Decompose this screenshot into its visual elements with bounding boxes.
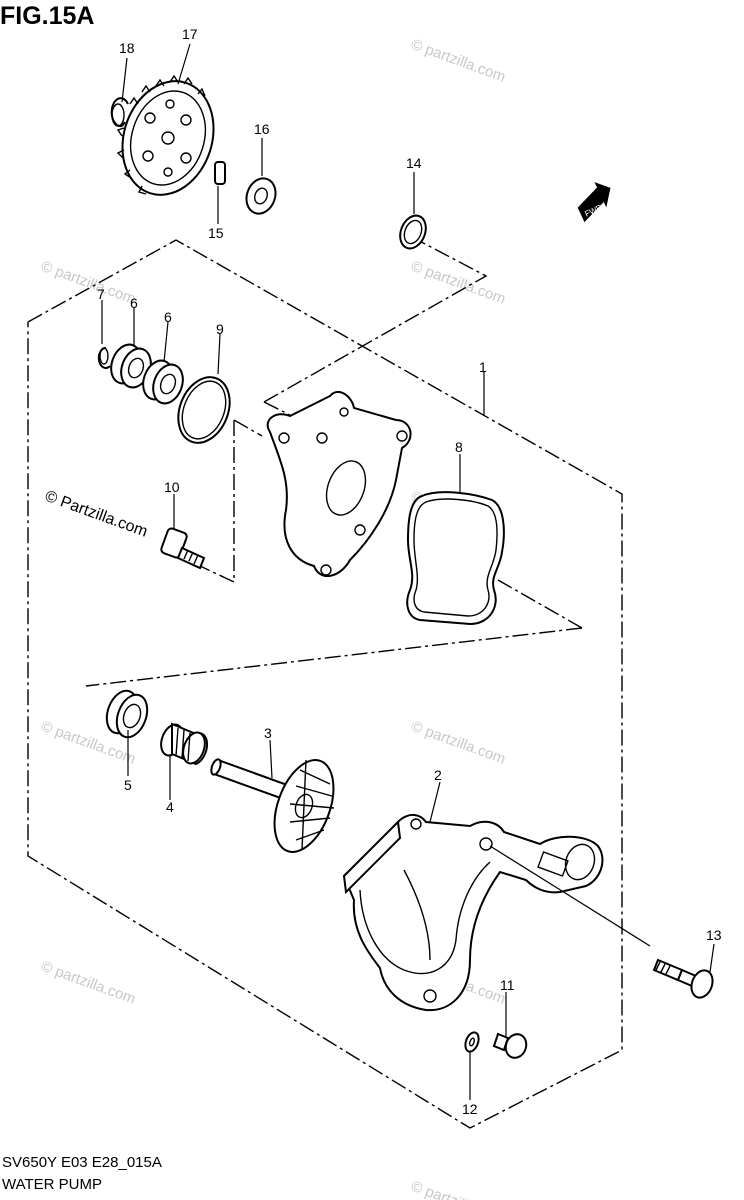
assembly-frame: [27, 235, 623, 1129]
pump-housing-part-2: [342, 814, 604, 1012]
oil-seal-part-5: [105, 689, 149, 739]
watermark: © partzilla.com: [39, 958, 138, 1008]
watermark-dark: © Partzilla.com: [43, 488, 150, 541]
figure-name: WATER PUMP: [2, 1176, 102, 1193]
callout-9: 9: [216, 321, 224, 337]
model-code: SV650Y E03 E28_015A: [2, 1154, 162, 1171]
circlip-part-15: [110, 97, 129, 128]
callout-6a: 6: [130, 295, 138, 311]
watermark: © partzilla.com: [409, 258, 508, 308]
washer-part-12: [464, 1031, 480, 1053]
fwd-direction-tag: FWD: [577, 182, 611, 223]
watermark: © partzilla.com: [409, 718, 508, 768]
callout-13: 13: [706, 927, 722, 943]
callout-12: 12: [462, 1101, 478, 1117]
watermark: © partzilla.com: [409, 36, 508, 86]
bolt-part-10: [160, 527, 206, 570]
oring-part-9: [177, 376, 231, 444]
leader-lines: [101, 43, 715, 1100]
callout-1: 1: [479, 359, 487, 375]
snap-ring-part-7: [97, 346, 111, 369]
callout-2: 2: [434, 767, 442, 783]
washer-part-17: [245, 177, 277, 215]
oring-part-14: [399, 214, 427, 250]
callout-15: 18: [119, 40, 135, 56]
callout-11: 11: [500, 977, 515, 993]
callout-17: 16: [254, 121, 270, 137]
bolt-part-13: [652, 958, 714, 999]
callout-labels: 18 17 16 15 14 7 6 6 9 10 1 8 3 2 5 4 13…: [97, 26, 722, 1117]
watermark: © partzilla.com: [39, 258, 138, 308]
gear-part-16: [116, 74, 215, 196]
gasket-part-8: [406, 491, 505, 626]
callout-5: 5: [124, 777, 132, 793]
callout-14: 14: [406, 155, 422, 171]
callout-4: 4: [166, 799, 174, 815]
figure-title: FIG.15A: [0, 2, 95, 30]
plug-bolt-part-11: [492, 1032, 528, 1059]
callout-3: 3: [264, 725, 272, 741]
pin-part-18: [214, 161, 226, 185]
mechanical-seal-part-4: [160, 722, 209, 766]
callout-6b: 6: [164, 309, 172, 325]
callout-7: 7: [97, 286, 105, 302]
callout-16: 17: [182, 26, 198, 42]
watermark: © partzilla.com: [409, 1178, 508, 1200]
bearing-part-6b: [142, 359, 184, 405]
callout-8: 8: [455, 439, 463, 455]
callout-18: 15: [208, 225, 224, 241]
pump-cover: [266, 390, 412, 577]
impeller-part-3: [210, 758, 335, 853]
callout-10: 10: [164, 479, 180, 495]
